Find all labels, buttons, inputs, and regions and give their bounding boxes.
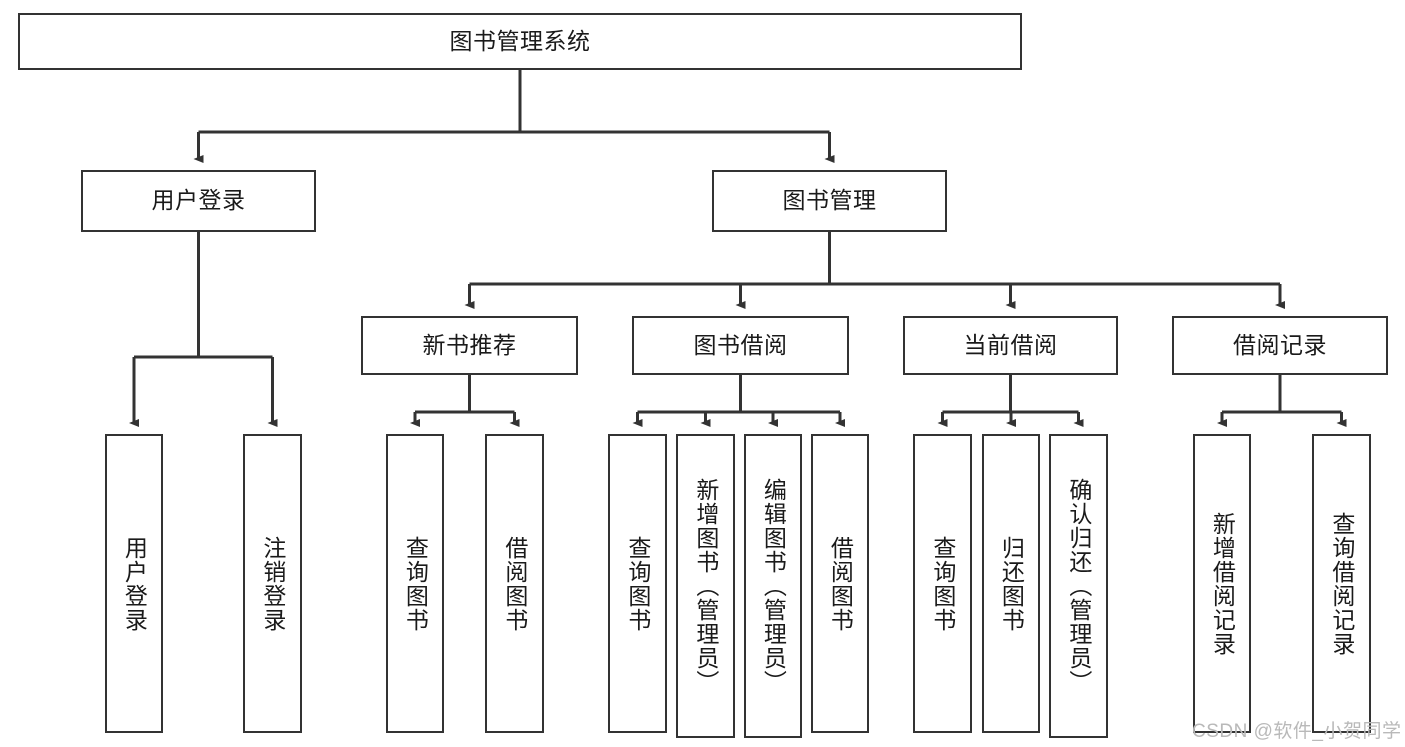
node-label: 借阅记录 xyxy=(1233,331,1327,358)
leaf-logout[interactable]: 注销登录 xyxy=(243,434,302,733)
node-label: 图书管理 xyxy=(782,187,877,214)
node-label: 查询图书 xyxy=(929,535,956,632)
leaf-borrow-book-1[interactable]: 借阅图书 xyxy=(485,434,544,733)
node-label: 当前借阅 xyxy=(963,331,1058,358)
csdn-watermark: CSDN @软件_小贺同学 xyxy=(1192,721,1402,742)
node-label: 借阅图书 xyxy=(501,535,528,632)
node-root[interactable]: 图书管理系统 xyxy=(18,13,1022,70)
node-label: 查询借阅记录 xyxy=(1328,511,1355,656)
leaf-query-book-1[interactable]: 查询图书 xyxy=(386,434,444,733)
node-label: 新增图书（管理员） xyxy=(692,478,719,694)
node-user-login[interactable]: 用户登录 xyxy=(81,170,316,232)
leaf-add-borrow-record[interactable]: 新增借阅记录 xyxy=(1193,434,1251,733)
leaf-borrow-book-2[interactable]: 借阅图书 xyxy=(811,434,869,733)
leaf-query-borrow-record[interactable]: 查询借阅记录 xyxy=(1312,434,1371,733)
node-book-manage[interactable]: 图书管理 xyxy=(712,170,947,232)
node-label: 用户登录 xyxy=(121,535,148,632)
node-label: 用户登录 xyxy=(151,187,246,214)
node-label: 注销登录 xyxy=(259,535,286,632)
node-label: 查询图书 xyxy=(624,535,651,632)
node-label: 归还图书 xyxy=(998,535,1025,632)
node-label: 确认归还（管理员） xyxy=(1065,478,1092,694)
node-new-book-recommend[interactable]: 新书推荐 xyxy=(361,316,578,375)
leaf-return-book[interactable]: 归还图书 xyxy=(982,434,1040,733)
node-label: 编辑图书（管理员） xyxy=(760,478,787,694)
node-label: 图书管理系统 xyxy=(449,27,591,54)
leaf-user-login[interactable]: 用户登录 xyxy=(105,434,163,733)
node-label: 查询图书 xyxy=(402,535,429,632)
node-book-borrow[interactable]: 图书借阅 xyxy=(632,316,849,375)
leaf-confirm-return[interactable]: 确认归还（管理员） xyxy=(1049,434,1108,738)
node-label: 图书借阅 xyxy=(693,331,788,358)
node-label: 借阅图书 xyxy=(827,535,854,632)
leaf-query-book-2[interactable]: 查询图书 xyxy=(608,434,667,733)
leaf-query-book-3[interactable]: 查询图书 xyxy=(913,434,972,733)
node-label: 新增借阅记录 xyxy=(1209,511,1236,656)
leaf-edit-book[interactable]: 编辑图书（管理员） xyxy=(744,434,802,738)
node-label: 新书推荐 xyxy=(422,331,517,358)
leaf-add-book[interactable]: 新增图书（管理员） xyxy=(676,434,735,738)
node-current-borrow[interactable]: 当前借阅 xyxy=(903,316,1118,375)
node-borrow-record[interactable]: 借阅记录 xyxy=(1172,316,1388,375)
